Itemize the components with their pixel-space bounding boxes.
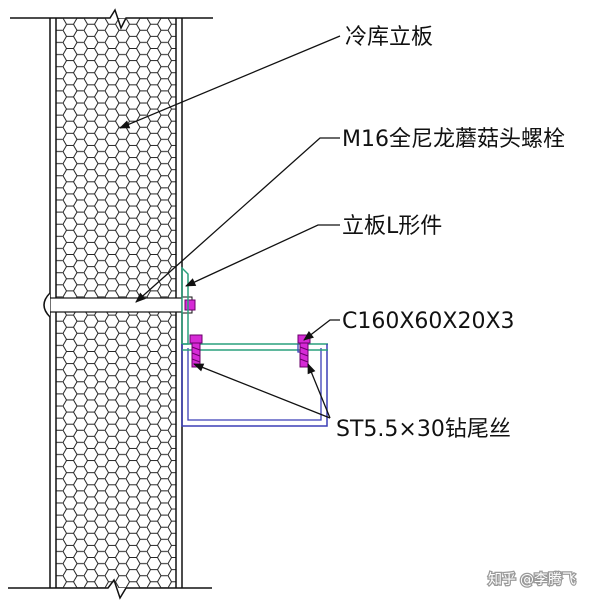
label-angle: 立板L形件 (342, 214, 442, 239)
leader-screw-right (307, 363, 331, 419)
watermark: 知乎 @李腾飞 (487, 570, 578, 590)
self-drilling-screw-left (189, 334, 203, 368)
leader-angle (185, 224, 340, 287)
watermark-platform: 知乎 (488, 571, 516, 588)
leader-lines (119, 35, 341, 419)
label-bolt: M16全尼龙蘑菇头螺栓 (342, 127, 565, 152)
leader-bolt (135, 137, 340, 303)
label-screw: ST5.5×30钻尾丝 (336, 417, 511, 442)
label-panel: 冷库立板 (345, 25, 433, 50)
l-angle-bracket (181, 266, 328, 345)
label-channel: C160X60X20X3 (342, 309, 515, 334)
leader-panel (119, 35, 341, 129)
leader-channel (303, 319, 340, 341)
watermark-author: @李腾飞 (520, 571, 576, 588)
leader-screw-left (193, 363, 331, 419)
